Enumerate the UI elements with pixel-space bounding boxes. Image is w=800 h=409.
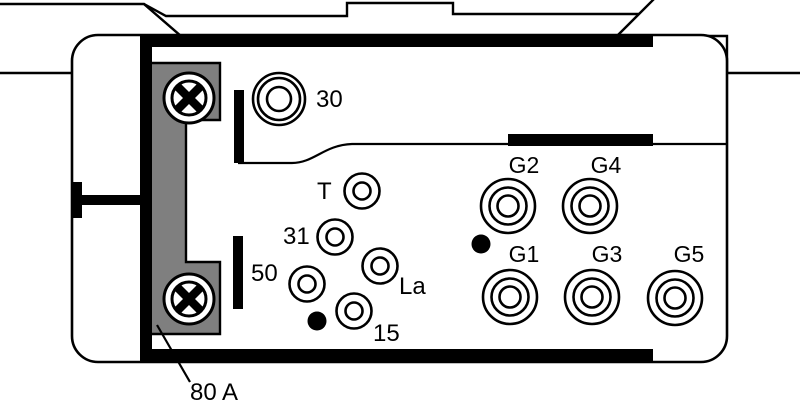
- cover-outline: [0, 0, 800, 75]
- terminal-15: [335, 292, 373, 330]
- index-dot-right: [471, 234, 491, 254]
- terminal-G2: [479, 177, 537, 235]
- right-tab-shape: [614, 0, 800, 75]
- top-seal-bar: [150, 35, 653, 47]
- terminal-G5: [646, 269, 704, 327]
- terminal-50: [288, 265, 326, 303]
- label-fuse-rating: 80 A: [190, 379, 238, 406]
- key-bar-lower: [233, 236, 243, 309]
- terminal-T: [343, 172, 381, 210]
- label-terminal-G3: G3: [592, 241, 623, 267]
- terminal-G1: [481, 268, 539, 326]
- screw-top: [162, 71, 216, 125]
- control-pins: [288, 172, 399, 330]
- index-dot-left: [307, 311, 327, 331]
- screw-bottom-cross-icon: [173, 283, 205, 315]
- label-terminal-G1: G1: [509, 241, 540, 267]
- fuse-leader-line: [156, 324, 191, 383]
- key-bar-upper: [234, 90, 244, 163]
- terminal-La: [361, 247, 399, 285]
- bracket-gray: [146, 61, 222, 336]
- label-terminal-G4: G4: [591, 152, 622, 178]
- terminal-G4: [561, 177, 619, 235]
- terminal-30-outer: [251, 71, 307, 127]
- left-vertical-bar: [140, 35, 152, 361]
- terminal-30: [251, 71, 307, 127]
- glow-outputs: [479, 177, 704, 327]
- screw-top-cross-icon: [173, 82, 205, 114]
- label-terminal-30: 30: [316, 86, 343, 113]
- left-blade-horizontal: [75, 195, 142, 205]
- top-cover-shape: [143, 1, 643, 38]
- label-terminal-50: 50: [251, 260, 278, 287]
- labels: 30 T 31 50 La 15 G2 G4 G1 G3 G5 80 A: [190, 86, 704, 406]
- label-terminal-T: T: [317, 178, 332, 205]
- bottom-seal-bar: [140, 349, 653, 361]
- label-terminal-31: 31: [283, 223, 310, 250]
- terminal-G3: [563, 268, 621, 326]
- terminal-31: [316, 218, 354, 256]
- label-terminal-G2: G2: [509, 152, 540, 178]
- label-terminal-La: La: [399, 273, 426, 300]
- label-terminal-G5: G5: [674, 241, 705, 267]
- label-terminal-15: 15: [373, 320, 400, 347]
- screw-bottom: [162, 272, 216, 326]
- inner-edge-line: [238, 142, 726, 165]
- terminal-30-mid: [256, 76, 302, 122]
- terminal-30-inner: [265, 85, 293, 113]
